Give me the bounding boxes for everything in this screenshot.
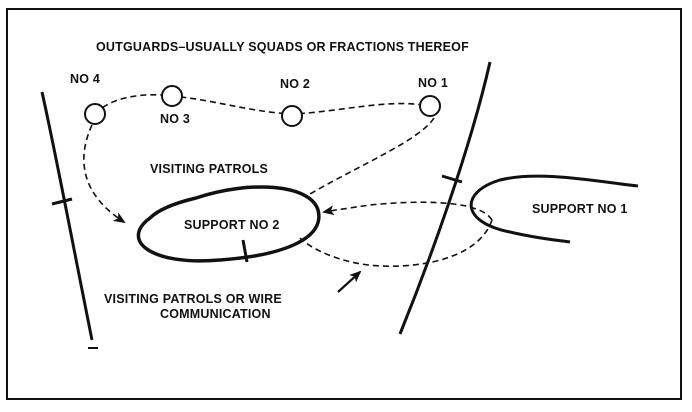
support-link-lower: [299, 219, 493, 267]
outguard-no4-label: NO 4: [70, 72, 100, 86]
right-boundary-break: [441, 174, 463, 184]
outguard-no3-circle: [161, 85, 183, 107]
patrol-route-no1-to-support2: [309, 117, 435, 195]
left-boundary-break: [51, 197, 73, 206]
support-link-upper: [322, 201, 493, 221]
outguard-no2-circle: [281, 105, 303, 127]
patrol-route-no4-to-support2: [83, 124, 126, 224]
outguard-no2-label: NO 2: [280, 77, 310, 91]
outguard-no1-circle: [419, 95, 441, 117]
diagram-frame: [6, 8, 682, 400]
support-no2-shape: [136, 185, 321, 263]
support-no2-label: SUPPORT NO 2: [184, 218, 280, 232]
visiting-patrols-label: VISITING PATROLS: [150, 162, 269, 176]
right-boundary-line: [398, 61, 492, 335]
outguard-no1-label: NO 1: [418, 76, 448, 90]
comm-pointer-arrow: [337, 270, 362, 293]
support-no2-break: [241, 239, 249, 263]
diagram-title: OUTGUARDS–USUALLY SQUADS OR FRACTIONS TH…: [96, 40, 469, 54]
support-no1-label: SUPPORT NO 1: [532, 202, 628, 216]
outguard-chain-path: [94, 94, 429, 115]
support-no1-shape: [469, 174, 639, 244]
outguard-no4-circle: [84, 103, 106, 125]
outguard-no3-label: NO 3: [160, 112, 190, 126]
left-boundary-line: [40, 91, 94, 341]
wire-comm-label-line1: VISITING PATROLS OR WIRE: [104, 292, 282, 306]
wire-comm-label-line2: COMMUNICATION: [160, 307, 271, 321]
